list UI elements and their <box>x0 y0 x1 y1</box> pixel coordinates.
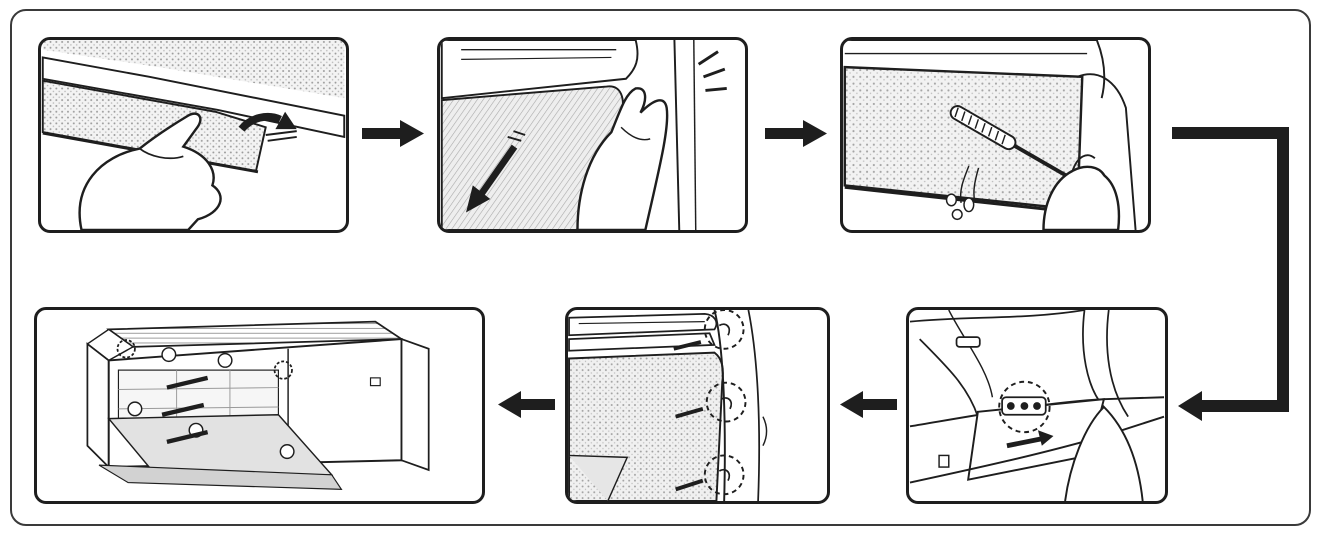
brush-filter-icon <box>843 40 1148 230</box>
step-6-panel <box>34 307 485 504</box>
step-4-panel <box>906 307 1168 504</box>
step-2-panel <box>437 37 748 233</box>
step-3-panel <box>840 37 1151 233</box>
step-1-panel <box>38 37 349 233</box>
indoor-unit-filter-fitted-icon <box>37 310 482 501</box>
press-filter-tab-icon <box>41 40 346 230</box>
reinsert-filter-hook-icon <box>909 310 1165 501</box>
pull-out-filter-icon <box>440 40 745 230</box>
slide-filter-in-icon <box>568 310 827 501</box>
step-5-panel <box>565 307 830 504</box>
